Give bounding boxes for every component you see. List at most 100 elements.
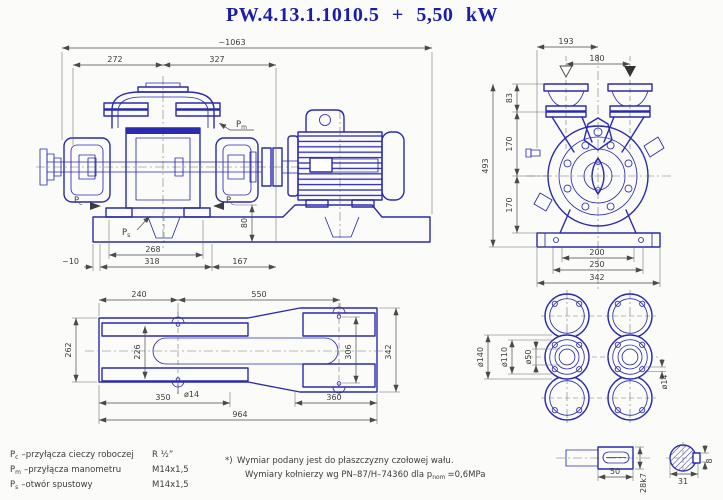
legend-val-pm: M14x1,5 — [152, 465, 189, 475]
bearing-cover — [249, 151, 257, 183]
dim-80: 80 — [240, 218, 249, 228]
pump-body — [125, 127, 201, 209]
dim-262: 262 — [64, 342, 73, 357]
legend-row-ps: Ps–otwór spustowy — [10, 479, 93, 491]
cover-bolts — [563, 141, 633, 211]
dim-342-plan: 342 — [384, 344, 393, 359]
pedestal-sides — [559, 209, 637, 234]
center-block-bolt — [593, 127, 603, 137]
center-eye — [591, 157, 605, 195]
hub-bolt-bottom — [595, 187, 601, 193]
front-view-dimensions: 193 180 83 170 170 493 200 250 342 — [481, 37, 661, 287]
shaft-end — [597, 446, 634, 470]
footnote-line2: Wymiary kołnierzy wg PN–87/H–74360 dla p… — [245, 470, 485, 481]
bearing-left — [78, 154, 96, 180]
dim-8: 8 — [705, 458, 714, 463]
gauge-fitting-disc — [525, 148, 532, 158]
label-pc-right: Pc — [226, 196, 234, 207]
dim-318: 318 — [144, 257, 159, 266]
dim-550: 550 — [251, 290, 266, 299]
front-view: 193 180 83 170 170 493 200 250 342 — [481, 37, 672, 292]
legend-val-pc: R ½” — [152, 450, 173, 460]
discharge-triangle-icon — [624, 66, 636, 77]
suction-triangle-icon — [559, 65, 573, 78]
pedestal-slab — [536, 232, 661, 248]
side-view: ~1063 272 327 268 318 167 ~10 80 Pm Pc — [36, 38, 433, 271]
dim-31: 31 — [678, 477, 688, 486]
dim-83: 83 — [505, 93, 514, 103]
shaft-collar-right — [174, 157, 184, 177]
ps-leader — [136, 215, 151, 231]
dim-28k7: 28k7 — [639, 473, 648, 493]
pocket-bottom-right — [302, 363, 376, 388]
motor-foot-right — [351, 199, 375, 208]
legend-row-pc: Pc–przyłącza cieczy roboczej — [10, 450, 134, 461]
dim-dia140: ø140 — [476, 347, 485, 367]
pump-foot-left — [105, 207, 133, 218]
dim-dia110: ø110 — [500, 347, 509, 367]
key — [692, 452, 701, 464]
dim-250: 250 — [589, 260, 604, 269]
bearing-right — [227, 154, 245, 180]
discharge-flange — [607, 83, 653, 92]
dim-342-front: 342 — [589, 273, 604, 282]
bolt-hole-tr — [336, 314, 342, 319]
suction-disc2 — [545, 111, 587, 118]
shaft-collar-left — [87, 157, 97, 177]
legend: Pc–przyłącza cieczy roboczej R ½” Pm–prz… — [10, 450, 189, 491]
dim-180: 180 — [589, 54, 604, 63]
dim-306: 306 — [344, 344, 353, 359]
footnote: *) Wymiar podany jest do płaszczyzny czo… — [225, 456, 485, 481]
hub-circle — [583, 161, 613, 191]
bolt-hole-tl — [175, 322, 181, 327]
dim-350: 350 — [155, 393, 170, 402]
dim-dia14-plan: ø14 — [184, 390, 199, 399]
hub-bolt-top — [595, 159, 601, 165]
drawing-title: PW.4.13.1.1010.5 + 5,50 kW — [226, 4, 498, 26]
dim-360: 360 — [326, 393, 341, 402]
dim-170-upper: 170 — [505, 136, 514, 151]
left-port-flange — [103, 102, 149, 110]
suction-flange — [543, 83, 589, 92]
dim-170-lower: 170 — [505, 197, 514, 212]
dim-964: 964 — [232, 410, 247, 419]
main-flanges — [544, 334, 653, 380]
plan-view-dimensions: 240 550 262 226 306 342 ø14 350 360 964 — [64, 290, 400, 424]
flange-dimensions: ø140 ø110 ø50 ø14 — [476, 334, 669, 390]
dim-493: 493 — [481, 158, 490, 173]
pm-leader — [218, 122, 254, 131]
discharge-disc2 — [609, 111, 651, 118]
terminal-box — [309, 157, 333, 173]
stub-right — [643, 136, 665, 158]
gauge-fitting — [530, 149, 541, 157]
right-port-flange — [175, 102, 221, 110]
side-view-dimensions: ~1063 272 327 268 318 167 ~10 80 — [61, 38, 433, 271]
bolt-hole-bl — [175, 377, 181, 382]
pc-left-arrow — [90, 202, 101, 210]
footnote-line1: Wymiar podany jest do płaszczyzny czołow… — [237, 456, 454, 466]
pocket-top-right — [302, 312, 376, 337]
dim-268: 268 — [145, 245, 160, 254]
pc-right-arrow — [213, 202, 224, 210]
motor-front-cap — [287, 135, 299, 197]
footnote-mark: *) — [225, 456, 233, 466]
slot-bottom — [101, 367, 249, 382]
bearing-bracket-right-inner — [222, 144, 252, 196]
baseplate — [92, 204, 431, 243]
bearing-bracket-left — [63, 137, 111, 203]
casing-raised-face — [570, 148, 626, 204]
motor-foot-pocket — [324, 216, 360, 238]
motor-foot-left — [305, 199, 329, 208]
casing-top-band — [126, 128, 200, 134]
dim-193: 193 — [558, 37, 573, 46]
legend-val-ps: M14x1,5 — [152, 480, 189, 490]
label-pm: Pm — [236, 120, 247, 131]
drain-pocket — [147, 216, 181, 239]
center-block — [583, 117, 613, 151]
dim-226: 226 — [133, 344, 142, 359]
slot-top — [101, 322, 249, 337]
plan-view: 240 550 262 226 306 342 ø14 350 360 964 — [64, 290, 400, 424]
left-port-flange2 — [103, 109, 149, 117]
bolt-hole-br — [336, 381, 342, 386]
